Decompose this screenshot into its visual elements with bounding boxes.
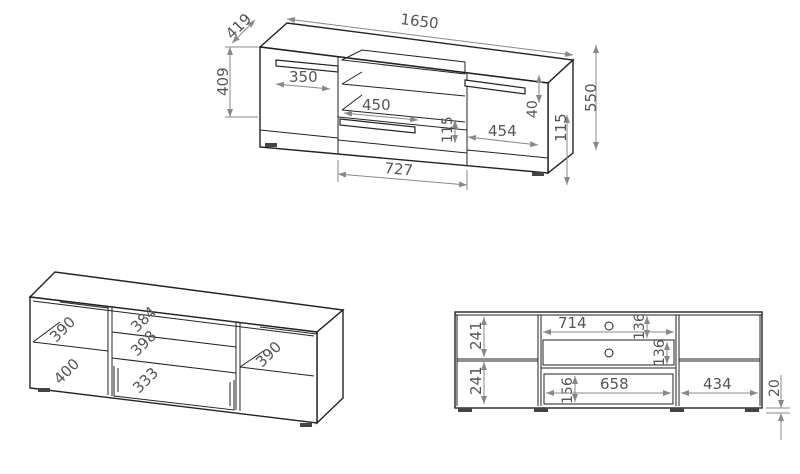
- shelf: [239, 366, 315, 377]
- niche-bottom-edge-line: [341, 94, 363, 111]
- dim-shelf-depth: 450: [362, 96, 391, 114]
- dim-line-depth: [231, 19, 256, 44]
- right-door-handle: [464, 79, 526, 95]
- foot: [534, 408, 548, 412]
- dim-foot-height: 20: [767, 379, 783, 397]
- glass-shelf: [341, 83, 466, 97]
- cabinet-front: [29, 296, 318, 424]
- shelf-edge-line: [239, 349, 266, 368]
- dim-line-door-width: [467, 134, 539, 148]
- dim-drawer-inner-height: 156: [560, 377, 576, 404]
- cabinet-front: [454, 311, 763, 409]
- foot: [532, 172, 544, 176]
- dim-middle-width: 727: [384, 159, 414, 179]
- dim-handle-width: 350: [289, 68, 318, 86]
- dim-total-width: 1650: [400, 10, 440, 33]
- dim-base-height: 115: [552, 113, 570, 142]
- shelf-edge-line: [341, 71, 363, 85]
- drawer: [543, 373, 674, 405]
- dim-right-width: 434: [703, 375, 732, 393]
- shelf: [32, 341, 109, 352]
- right-door-rail: [466, 149, 549, 159]
- shelf-edge-line: [32, 321, 61, 343]
- dim-middle-lower-height: 136: [652, 339, 668, 366]
- drawer: [113, 366, 235, 411]
- back-line: [259, 326, 318, 335]
- dim-total-height: 550: [582, 83, 600, 112]
- dim-side-height: 409: [214, 67, 232, 96]
- foot: [745, 408, 759, 412]
- drawer-handle: [339, 118, 416, 134]
- foot: [670, 408, 684, 412]
- cable-hole: [604, 348, 614, 358]
- drawer-bottom-edge: [337, 139, 468, 154]
- view-perspective-open: 390 400 384 398 333 390: [28, 271, 345, 427]
- dim-line-middle-width: [337, 171, 468, 188]
- dim-handle-height: 40: [525, 100, 541, 118]
- foot: [265, 143, 277, 147]
- shelf: [111, 331, 237, 348]
- dim-drawer-height: 115: [440, 116, 456, 143]
- dim-door-width: 454: [488, 122, 517, 140]
- dim-line-shelf-depth: [343, 110, 419, 123]
- dim-depth: 419: [222, 10, 255, 43]
- view-front-open: 241 241 714 136 136 156 658 434 20: [454, 311, 790, 440]
- glass-shelf: [542, 339, 675, 366]
- back-line: [59, 301, 109, 309]
- dim-middle-upper-height: 136: [632, 313, 648, 340]
- dim-left-upper-height: 241: [467, 321, 485, 350]
- foot: [300, 423, 312, 427]
- dim-line-handle-width: [275, 81, 331, 92]
- left-door-handle: [275, 59, 339, 73]
- dim-middle-width: 714: [558, 314, 587, 332]
- dim-drawer-inner-width: 658: [600, 375, 629, 393]
- left-door-rail: [259, 129, 339, 139]
- top-panel-edge: [32, 300, 315, 337]
- dim-line-total-width: [286, 17, 574, 57]
- dim-left-lower-height: 241: [467, 366, 485, 395]
- view-front-closed: 1650 419 409 550 350 450 115 40 454 115 …: [214, 10, 600, 190]
- foot: [458, 408, 472, 412]
- foot: [38, 388, 50, 392]
- shelf: [111, 357, 237, 374]
